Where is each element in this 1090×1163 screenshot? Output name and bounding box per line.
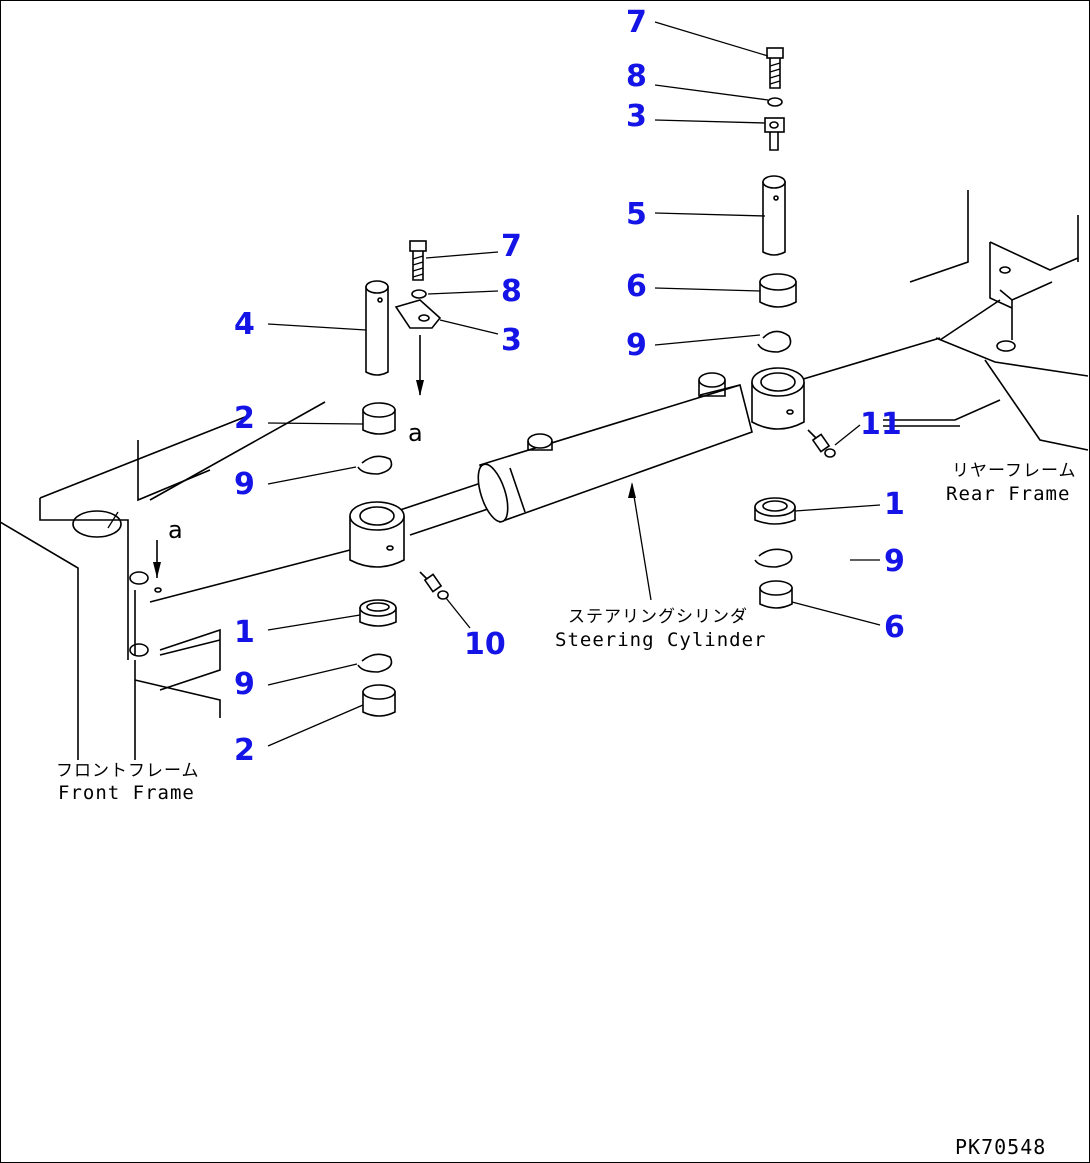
mark-a-upper: a: [408, 419, 423, 447]
callout-6-right: 6: [884, 610, 905, 645]
plate-3-left: [394, 299, 442, 329]
grease-fitting-11: [807, 429, 836, 458]
snap-ring-9-right: [754, 548, 793, 568]
snap-ring-9-left: [357, 455, 393, 475]
steering-cylinder-label-en: Steering Cylinder: [555, 629, 766, 651]
leader-lines: [267, 21, 881, 747]
plate-3-right: [764, 117, 785, 151]
rear-frame-label-en: Rear Frame: [946, 483, 1070, 505]
callout-9-top: 9: [626, 328, 647, 363]
arrow-a-lower: [153, 540, 161, 578]
rear-frame-structure: [799, 190, 1089, 451]
callout-8-top: 8: [626, 59, 647, 94]
grease-fitting-10: [419, 571, 449, 600]
drawing-reference-number: PK70548: [955, 1135, 1046, 1159]
mark-a-lower: a: [168, 516, 183, 544]
callout-10: 10: [464, 627, 506, 662]
callout-1-left: 1: [234, 615, 255, 650]
washer-8-right: [767, 97, 783, 107]
callout-3-left: 3: [501, 323, 522, 358]
callout-4: 4: [234, 307, 255, 342]
bushing-2-top: [362, 402, 396, 435]
callout-11: 11: [860, 407, 902, 442]
callout-9-left: 9: [234, 467, 255, 502]
callout-3-top: 3: [626, 99, 647, 134]
steering-cylinder-label-jp: ステアリングシリンダ: [568, 607, 748, 627]
callout-7-left: 7: [501, 229, 522, 264]
callout-7-top: 7: [626, 5, 647, 40]
callout-8-left: 8: [501, 274, 522, 309]
front-frame-label-jp: フロントフレーム: [56, 761, 200, 781]
arrow-a-upper: [416, 335, 424, 396]
washer-8-left: [411, 289, 427, 299]
bushing-6-top: [759, 273, 797, 308]
front-frame-structure: [0, 401, 351, 760]
bushing-2-bottom: [362, 684, 396, 717]
steering-cylinder: [349, 367, 805, 568]
pin-5: [762, 175, 786, 256]
pin-4: [365, 280, 389, 376]
callout-9-right: 9: [884, 544, 905, 579]
callout-1-right: 1: [884, 487, 905, 522]
front-frame-label-en: Front Frame: [58, 782, 195, 804]
bolt-7-right: [766, 47, 784, 89]
callout-6-top: 6: [626, 269, 647, 304]
callout-2-bottom: 2: [234, 733, 255, 768]
callout-5: 5: [626, 197, 647, 232]
callout-2-top: 2: [234, 401, 255, 436]
snap-ring-9-top: [757, 330, 792, 353]
bearing-1-left: [359, 599, 397, 627]
bolt-7-left: [409, 240, 427, 281]
bearing-1-right: [754, 497, 796, 525]
callout-9-bottom: 9: [234, 667, 255, 702]
snap-ring-9-bottom: [357, 653, 393, 673]
bushing-6-bottom: [759, 580, 793, 609]
rear-frame-label-jp: リヤーフレーム: [952, 461, 1076, 481]
